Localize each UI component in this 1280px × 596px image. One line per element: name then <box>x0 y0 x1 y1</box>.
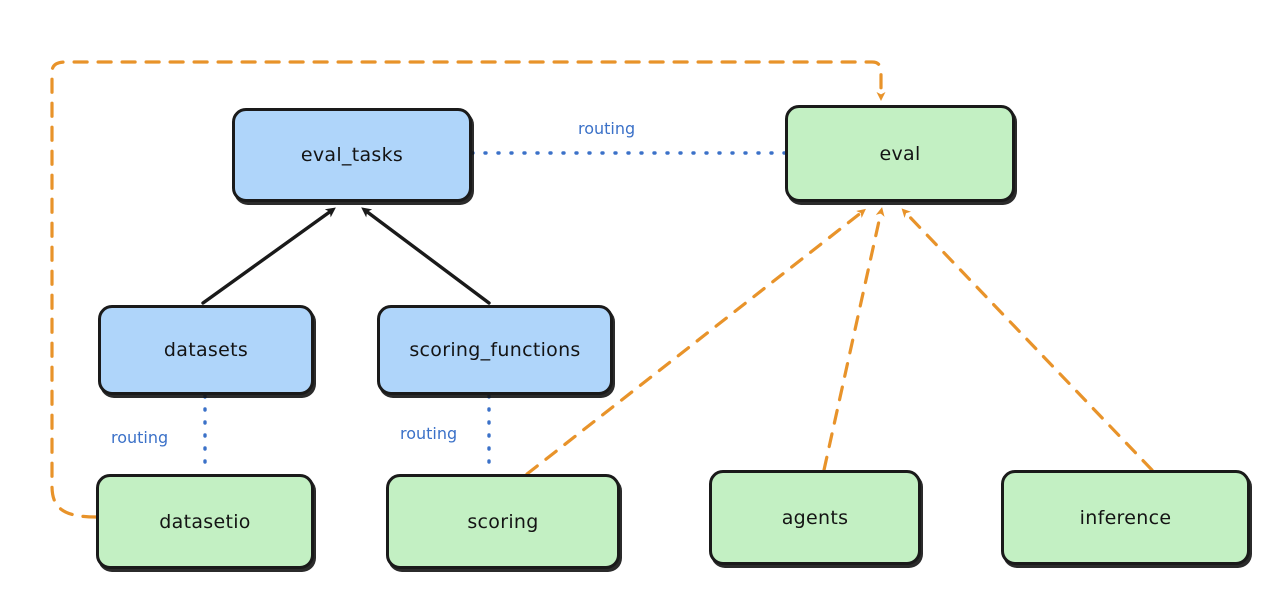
node-inference[interactable]: inference <box>1001 470 1250 565</box>
node-eval-tasks[interactable]: eval_tasks <box>232 108 472 202</box>
node-label: scoring_functions <box>409 339 581 361</box>
node-label: datasets <box>163 339 249 361</box>
edge-scoring_functions-to-eval_tasks <box>361 207 491 305</box>
edge-datasets-to-eval_tasks <box>201 207 336 305</box>
edge-inference-to-eval <box>901 208 1154 472</box>
edge-agents-to-eval <box>822 207 885 472</box>
node-scoring[interactable]: scoring <box>386 474 620 569</box>
edge-label-routing-datasets-datasetio: routing <box>111 428 169 447</box>
edge-scoring-to-eval <box>525 208 866 476</box>
node-label: eval <box>879 142 921 165</box>
edge-datasetio-to-eval <box>50 60 886 519</box>
node-agents[interactable]: agents <box>709 470 921 565</box>
node-datasets[interactable]: datasets <box>98 305 314 395</box>
node-label: scoring <box>467 510 539 533</box>
node-label: inference <box>1079 506 1172 529</box>
node-scoring-functions[interactable]: scoring_functions <box>377 305 613 395</box>
node-label: agents <box>781 506 849 529</box>
node-eval[interactable]: eval <box>785 105 1015 202</box>
node-label: datasetio <box>159 510 251 533</box>
edge-label-routing-eval-tasks-eval: routing <box>578 119 636 138</box>
node-label: eval_tasks <box>300 144 404 166</box>
node-datasetio[interactable]: datasetio <box>96 474 314 569</box>
edge-label-routing-scoring-functions-scoring: routing <box>400 424 458 443</box>
